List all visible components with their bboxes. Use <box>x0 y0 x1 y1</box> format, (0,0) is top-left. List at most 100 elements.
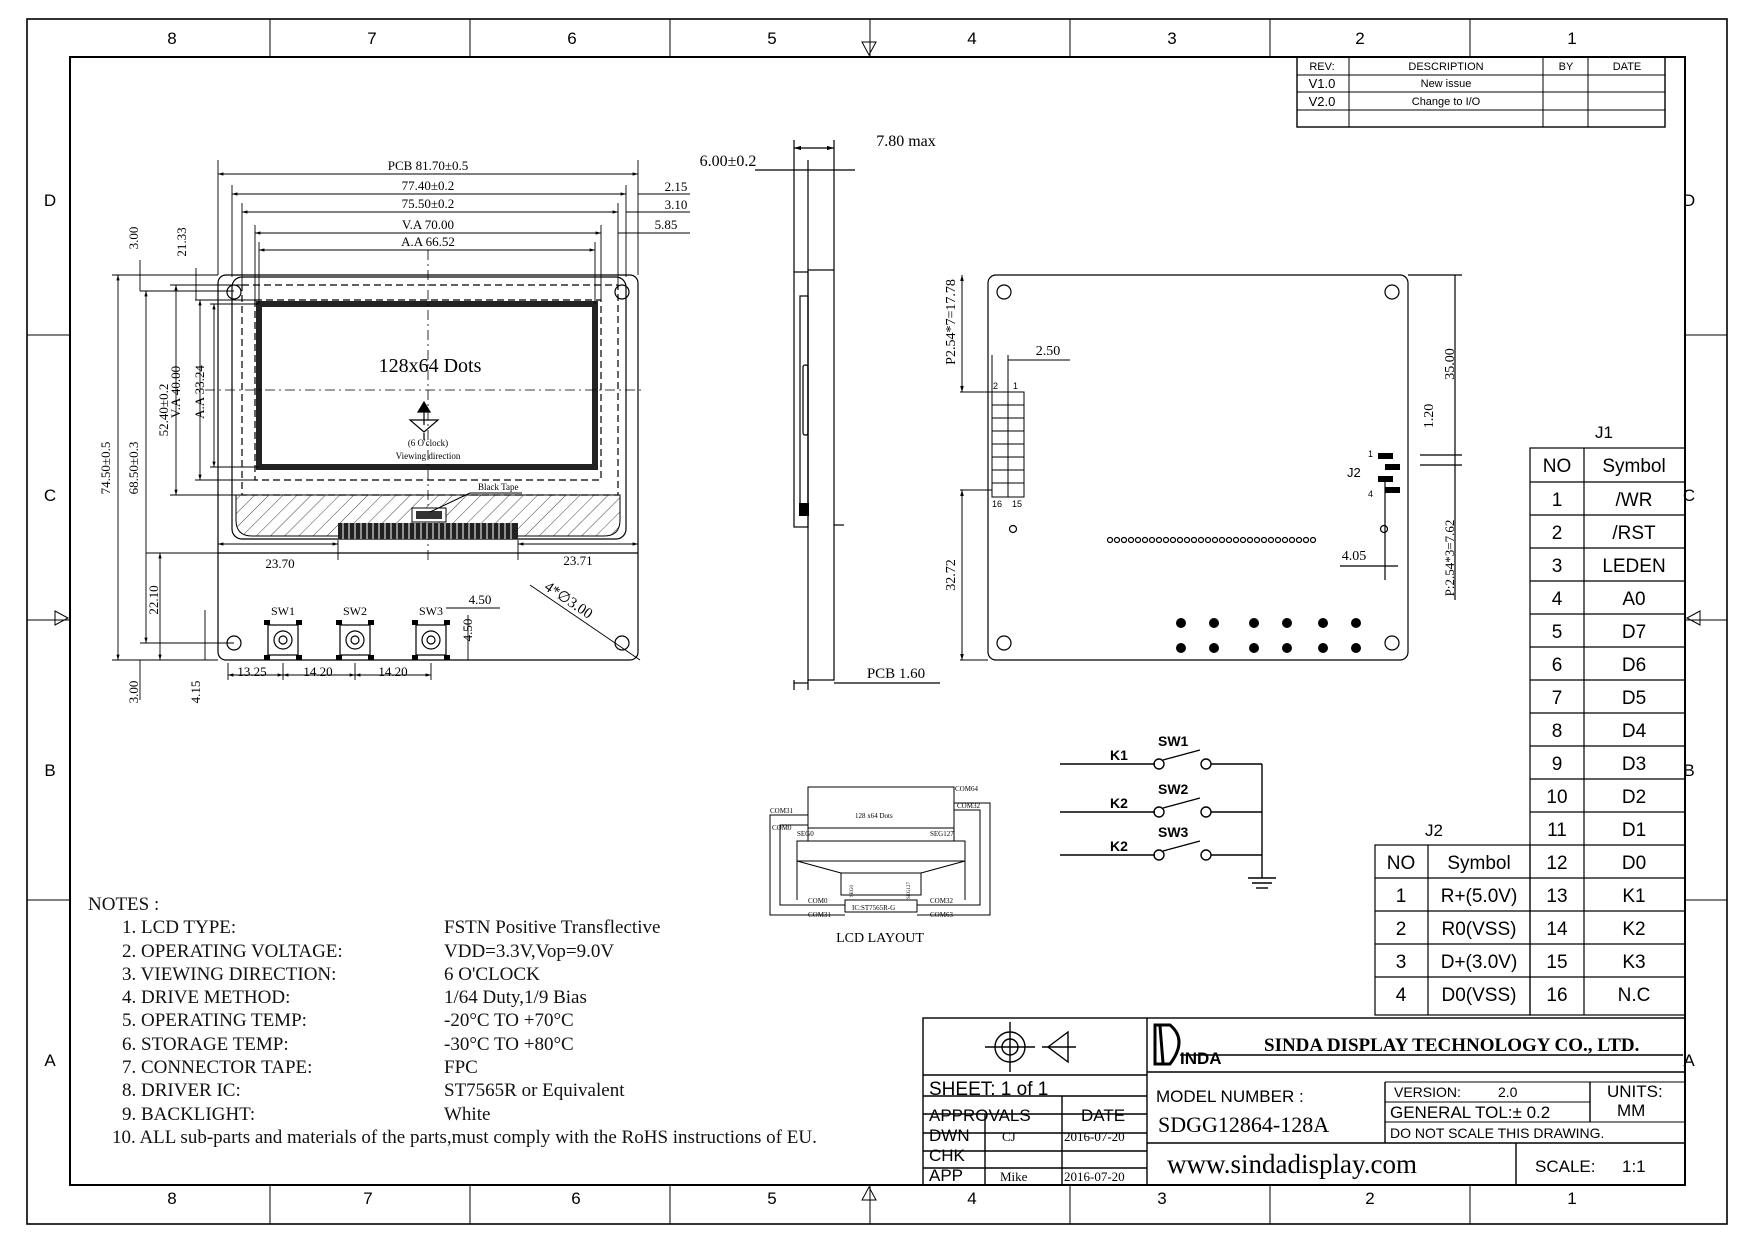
scale-value: 1:1 <box>1622 1157 1646 1176</box>
dim-width: 75.50±0.2 <box>402 196 455 211</box>
title-block: INDA SINDA DISPLAY TECHNOLOGY CO., LTD. … <box>922 1017 1686 1186</box>
side-view: 6.00±0.2 7.80 max PCB 1.60 <box>700 133 940 690</box>
col-label: 8 <box>167 29 176 48</box>
j1-cell: D4 <box>1622 721 1647 742</box>
dim-pcb-width: PCB 81.70±0.5 <box>388 158 468 173</box>
dim-bottom: 4.15 <box>188 681 203 704</box>
switch-label: SW1 <box>1158 733 1189 749</box>
lcd-pin-label: COM63 <box>930 911 953 919</box>
lcd-pin-label: COM32 <box>930 897 953 905</box>
j1-cell: D0 <box>1622 853 1646 874</box>
pin-label: 1 <box>1013 381 1018 391</box>
j2-header: NO <box>1387 853 1416 874</box>
switch-pads <box>1176 618 1361 653</box>
dim-switch: 13.25 <box>237 664 266 679</box>
dim-thickness: 7.80 max <box>876 133 936 150</box>
j2-header: Symbol <box>1447 853 1510 874</box>
units-value: MM <box>1617 1101 1645 1120</box>
j1-cell: 16 <box>1546 985 1567 1006</box>
note-item: 7. CONNECTOR TAPE:FPC <box>122 1057 478 1079</box>
note-item: 8. DRIVER IC:ST7565R or Equivalent <box>122 1080 625 1102</box>
lcd-inner-label: 128 x64 Dots <box>855 812 893 820</box>
lcd-pin-label: COM31 <box>770 807 793 815</box>
version-label: VERSION: <box>1394 1084 1461 1100</box>
j1-cell: 6 <box>1552 655 1563 676</box>
viewing-label: Viewing direction <box>396 451 461 461</box>
lcd-pin-label: COM0 <box>772 824 792 832</box>
col-label: 7 <box>367 29 376 48</box>
viewing-label: (6 O'clock) <box>408 438 448 448</box>
model-number: SDGG12864-128A <box>1158 1112 1329 1137</box>
version-value: 2.0 <box>1498 1084 1518 1100</box>
col-label: 4 <box>967 1189 976 1208</box>
j1-cell: 5 <box>1552 622 1563 643</box>
col-label: 2 <box>1355 29 1364 48</box>
j1-cell: K3 <box>1622 952 1645 973</box>
company-logo: INDA <box>1180 1049 1222 1068</box>
rev-header: BY <box>1559 61 1574 73</box>
model-label: MODEL NUMBER : <box>1156 1087 1304 1106</box>
back-view: 2 1 16 15 <box>944 274 1462 661</box>
col-label: 7 <box>363 1189 372 1208</box>
lcd-pin-label: SEG0 <box>850 885 855 897</box>
j2-cell: 3 <box>1396 952 1407 973</box>
lcd-pin-label: COM0 <box>808 897 828 905</box>
j1-cell: K2 <box>1622 919 1645 940</box>
dim-offset: 5.85 <box>655 217 678 232</box>
rev-header: DESCRIPTION <box>1408 61 1483 73</box>
front-switches <box>267 624 447 656</box>
dim-height: 68.50±0.3 <box>126 442 141 495</box>
note-item: 9. BACKLIGHT:White <box>122 1103 491 1125</box>
dim-height: 35.00 <box>1443 348 1458 380</box>
dim-bottom: 3.00 <box>126 681 141 704</box>
app-label: APP <box>929 1166 963 1185</box>
dim-switch: 4.50 <box>469 592 492 607</box>
black-tape-label: Black Tape <box>478 482 518 492</box>
key-label: K1 <box>1110 747 1128 763</box>
rev-cell: V1.0 <box>1309 76 1336 91</box>
dim-aa-width: A.A 66.52 <box>401 234 455 249</box>
dim-pitch: P2.54*7=17.78 <box>944 279 959 365</box>
units-label: UNITS: <box>1607 1082 1663 1101</box>
j1-title: J1 <box>1595 423 1613 442</box>
dim-pitch: P:2.54*3=7.62 <box>1442 520 1457 597</box>
j1-cell: 10 <box>1546 787 1567 808</box>
rev-cell: New issue <box>1421 78 1472 90</box>
dim-offset: 2.15 <box>665 179 688 194</box>
switch-label: SW1 <box>271 604 295 618</box>
lcd-pin-label: SEG0 <box>797 830 814 838</box>
dim-width: 77.40±0.2 <box>402 178 455 193</box>
approvals-label: APPROVALS <box>929 1106 1031 1125</box>
j1-cell: 8 <box>1552 721 1563 742</box>
col-label: 6 <box>567 29 576 48</box>
chk-label: CHK <box>929 1146 966 1165</box>
lcd-pin-label: COM31 <box>808 911 831 919</box>
j1-cell: D5 <box>1622 688 1646 709</box>
j1-cell: 7 <box>1552 688 1563 709</box>
website: www.sindadisplay.com <box>1167 1149 1417 1179</box>
key-label: K2 <box>1110 795 1128 811</box>
row-label: B <box>1683 761 1694 780</box>
app-date: 2016-07-20 <box>1064 1169 1125 1184</box>
pin-label: 2 <box>993 381 998 391</box>
col-label: 1 <box>1567 29 1576 48</box>
j2-cell: R+(5.0V) <box>1441 886 1518 907</box>
j1-cell: 14 <box>1546 919 1568 940</box>
dim-switch: 14.20 <box>303 664 332 679</box>
j1-cell: N.C <box>1618 985 1651 1006</box>
key-label: K2 <box>1110 838 1128 854</box>
j1-header: Symbol <box>1602 456 1665 477</box>
note-item: 5. OPERATING TEMP:-20°C TO +70°C <box>122 1010 574 1032</box>
note-item: 2. OPERATING VOLTAGE:VDD=3.3V,Vop=9.0V <box>122 940 615 962</box>
pad-row <box>1106 536 1317 544</box>
dim-va-width: V.A 70.00 <box>402 217 454 232</box>
dim-offset: 2.50 <box>1036 344 1061 359</box>
j1-cell: 12 <box>1546 853 1567 874</box>
dim-top: 21.33 <box>174 227 189 256</box>
lcd-pin-label: COM64 <box>955 785 978 793</box>
dim-bottom: 23.71 <box>563 553 592 568</box>
dim-switch: 14.20 <box>378 664 407 679</box>
row-label: C <box>44 486 56 505</box>
note-item: 3. VIEWING DIRECTION:6 O'CLOCK <box>122 963 540 985</box>
j1-cell: D3 <box>1622 754 1646 775</box>
